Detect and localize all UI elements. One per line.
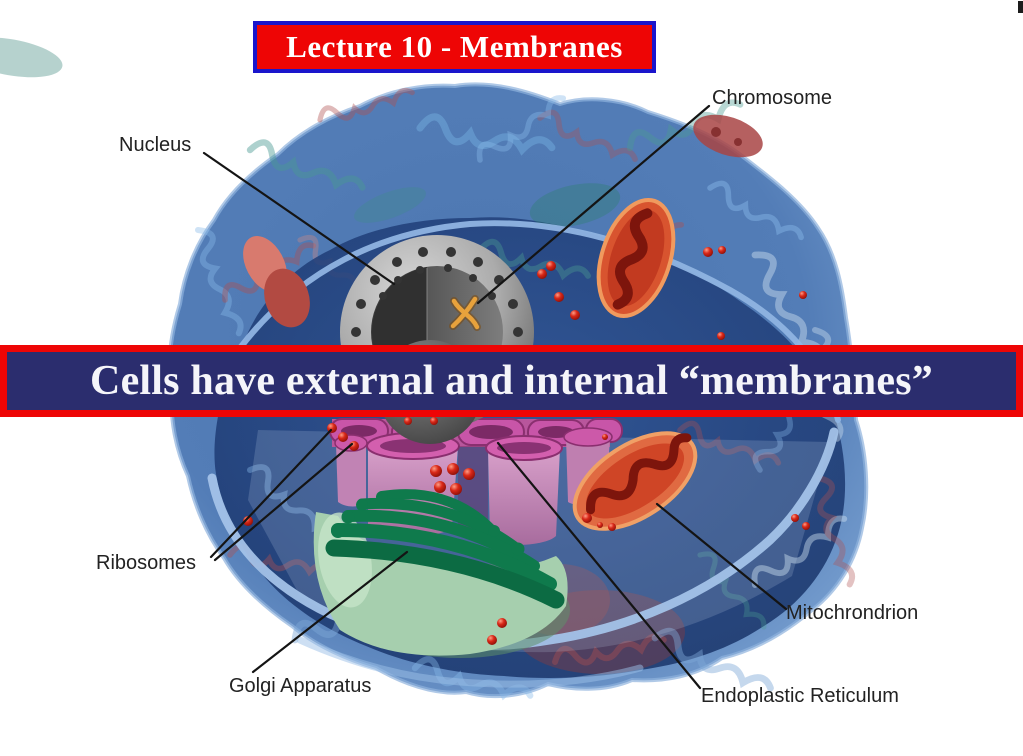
mitochondrion-lower — [572, 431, 698, 531]
leader-lines — [202, 104, 788, 690]
title-banner-text: Lecture 10 - Membranes — [286, 29, 623, 64]
membrane-lines — [207, 220, 841, 688]
leader-golgi — [251, 550, 409, 674]
top-red-organelle — [693, 114, 763, 158]
title-banner: Lecture 10 - Membranes — [253, 21, 656, 73]
teal-smudge — [0, 37, 63, 78]
caption-banner-text: Cells have external and internal “membra… — [90, 358, 933, 404]
corner-artifact — [1018, 1, 1023, 13]
label-endoplastic-reticulum: Endoplastic Reticulum — [701, 685, 899, 707]
label-nucleus: Nucleus — [119, 134, 192, 156]
chromosome-graphic — [449, 295, 481, 331]
label-mitochrondrion: Mitochrondrion — [786, 602, 919, 624]
left-red-organelle — [243, 236, 310, 328]
leader-ribosomes-b — [213, 442, 354, 562]
caption-banner: Cells have external and internal “membra… — [0, 345, 1023, 417]
label-chromosome: Chromosome — [712, 87, 833, 109]
label-golgi-apparatus: Golgi Apparatus — [229, 675, 372, 697]
ribosome-dots — [243, 246, 810, 645]
label-ribosomes: Ribosomes — [96, 552, 197, 574]
leader-ribosomes-a — [209, 428, 333, 559]
leader-endoplastic-reticulum — [496, 441, 702, 690]
teal-smudge-3 — [354, 187, 426, 223]
mitochondrion-upper — [596, 197, 676, 319]
leader-mitochrondrion — [655, 502, 788, 611]
teal-smudge-2 — [529, 183, 621, 227]
leader-nucleus — [202, 151, 396, 286]
leader-chromosome — [476, 104, 711, 305]
